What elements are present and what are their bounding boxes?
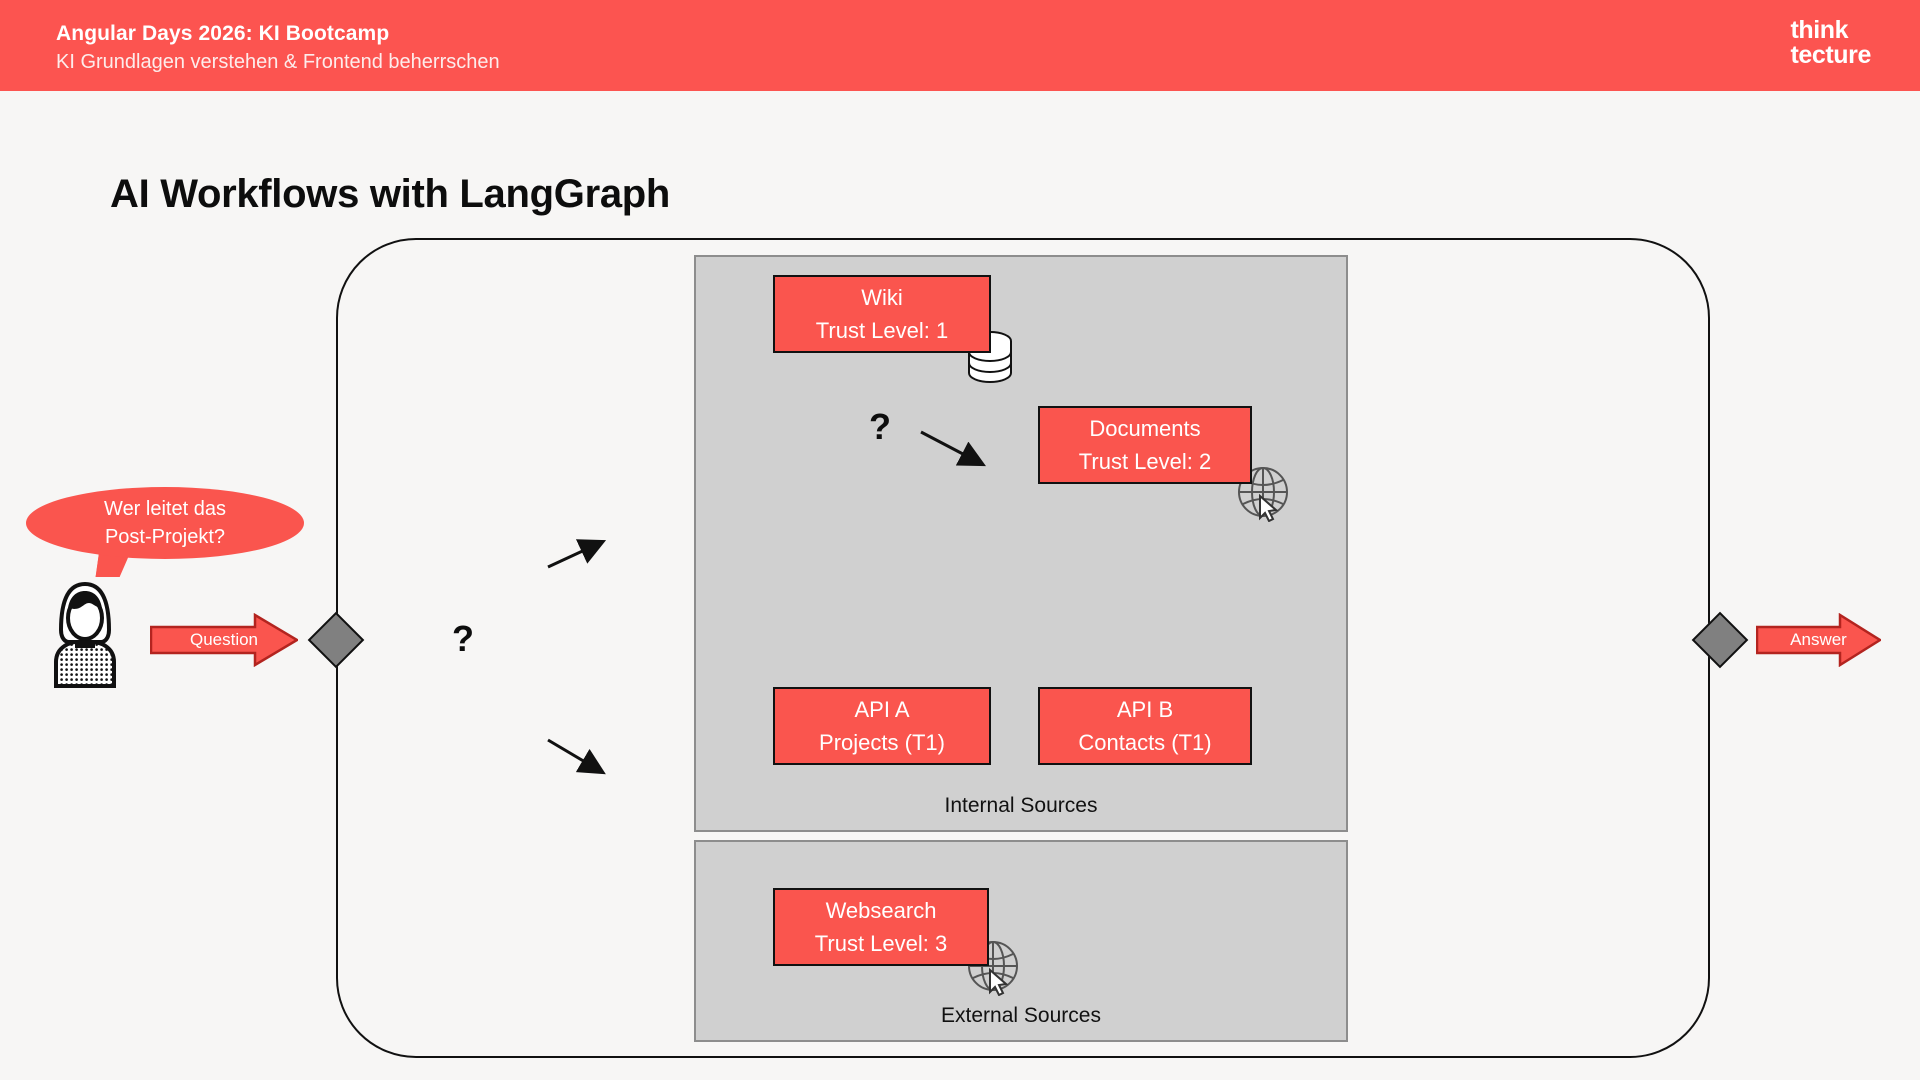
router-question-mark: ? <box>452 618 474 659</box>
source-node-api-b[interactable]: API B Contacts (T1) <box>1038 687 1252 765</box>
node-subtitle: Contacts (T1) <box>1078 730 1212 755</box>
node-title: API B <box>1116 697 1174 722</box>
question-flow-arrow: Question <box>150 613 298 667</box>
node-subtitle: Projects (T1) <box>819 730 945 755</box>
page-title: AI Workflows with LangGraph <box>110 172 671 216</box>
header-title: Angular Days 2026: KI Bootcamp <box>56 22 390 45</box>
globe-cursor-icon <box>1236 466 1290 527</box>
logo-line-2: tecture <box>1790 41 1871 69</box>
node-title: Websearch <box>825 898 937 923</box>
node-subtitle: Trust Level: 2 <box>1078 449 1212 474</box>
node-subtitle: Trust Level: 1 <box>815 318 949 343</box>
source-node-websearch[interactable]: Websearch Trust Level: 3 <box>773 888 989 966</box>
header-bar: Angular Days 2026: KI Bootcamp KI Grundl… <box>0 0 1920 91</box>
speech-bubble-line-1: Wer leitet das <box>104 498 226 520</box>
node-title: Wiki <box>861 285 903 310</box>
source-node-documents[interactable]: Documents Trust Level: 2 <box>1038 406 1252 484</box>
answer-flow-arrow: Answer <box>1756 613 1881 667</box>
inner-router-question-mark: ? <box>869 406 891 447</box>
logo-line-1: think <box>1790 16 1849 44</box>
person-icon <box>50 578 120 688</box>
source-node-api-a[interactable]: API A Projects (T1) <box>773 687 991 765</box>
speech-bubble-line-2: Post-Projekt? <box>104 526 226 548</box>
source-node-wiki[interactable]: Wiki Trust Level: 1 <box>773 275 991 353</box>
header-subtitle: KI Grundlagen verstehen & Frontend beher… <box>56 51 500 73</box>
group-label-external: External Sources <box>941 1004 1101 1027</box>
node-title: Documents <box>1089 416 1201 441</box>
speech-bubble: Wer leitet das Post-Projekt? <box>26 487 304 559</box>
node-subtitle: Trust Level: 3 <box>814 931 948 956</box>
thinktecture-logo: think tecture <box>1790 18 1871 68</box>
group-label-internal: Internal Sources <box>944 794 1098 817</box>
node-title: API A <box>854 697 910 722</box>
header-titles: Angular Days 2026: KI Bootcamp KI Grundl… <box>56 20 500 76</box>
globe-cursor-icon <box>966 940 1020 1001</box>
